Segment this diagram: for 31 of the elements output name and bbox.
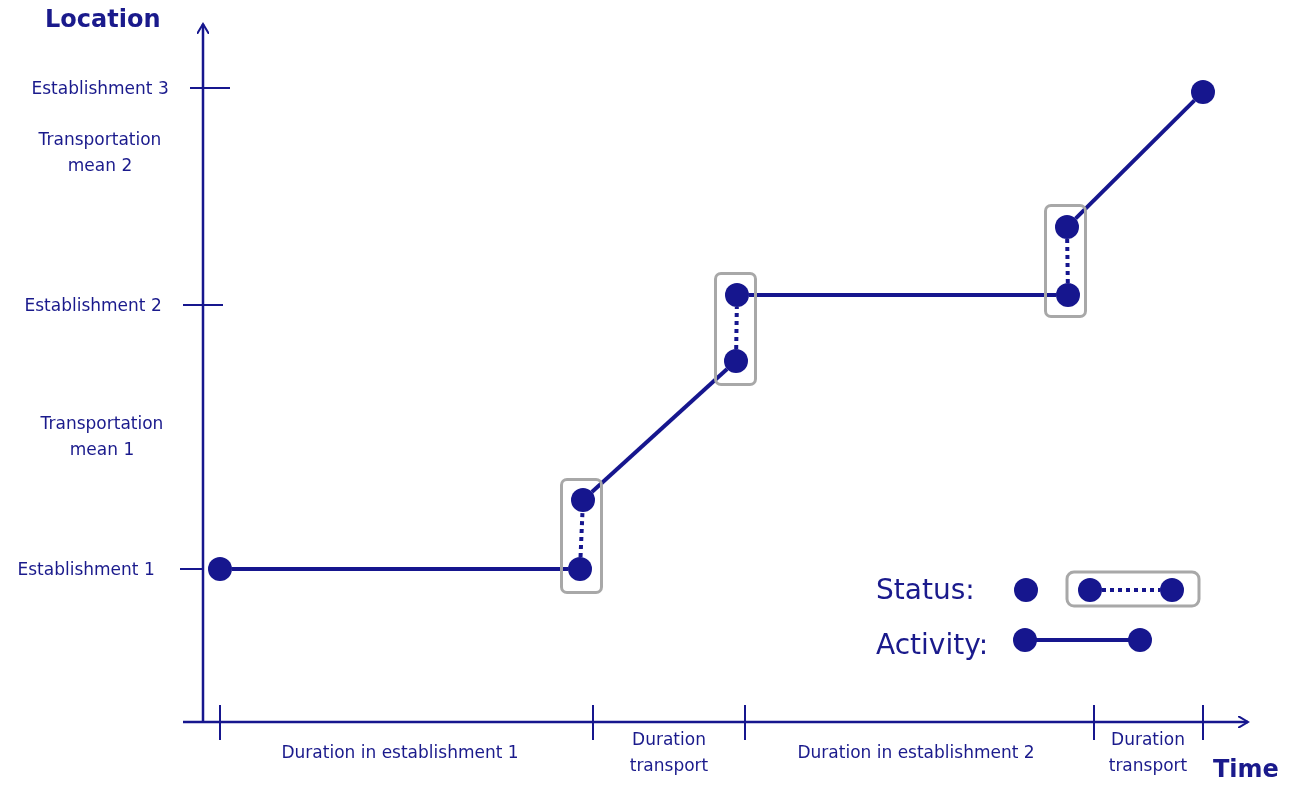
legend-label: Status: [876,572,975,608]
status-dot [571,488,595,512]
status-dot [1056,283,1080,307]
legend-label: Activity: [876,627,989,663]
axis-label: Duration in establishment 1 [281,741,519,764]
axis-title: Location [45,6,161,32]
status-dot [725,283,749,307]
axis-title: Time [1213,756,1279,782]
axis-label: Duration transport [1107,728,1189,777]
axis-label: Establishment 3 [31,77,169,100]
axis-label: Transportation mean 1 [39,412,165,461]
status-dot [568,557,592,581]
status-frame [560,478,603,594]
activity-line [749,293,1056,297]
axis-label: Duration transport [628,728,710,777]
activity-line [232,567,568,571]
status-dot [208,557,232,581]
dotted-line [578,511,585,558]
status-frame [714,272,757,386]
status-dot [1055,215,1079,239]
status-dot [1191,80,1215,104]
dotted-line [1065,238,1070,284]
axis-label: Transportation mean 2 [37,128,163,177]
axis-label: Establishment 1 [17,558,155,581]
axis-label: Establishment 2 [24,294,162,317]
activity-line [1074,99,1196,220]
activity-line [590,367,729,494]
status-frame [1044,204,1087,318]
axis-label: Duration in establishment 2 [797,741,1035,764]
status-dot [724,349,748,373]
dotted-line [734,306,739,350]
